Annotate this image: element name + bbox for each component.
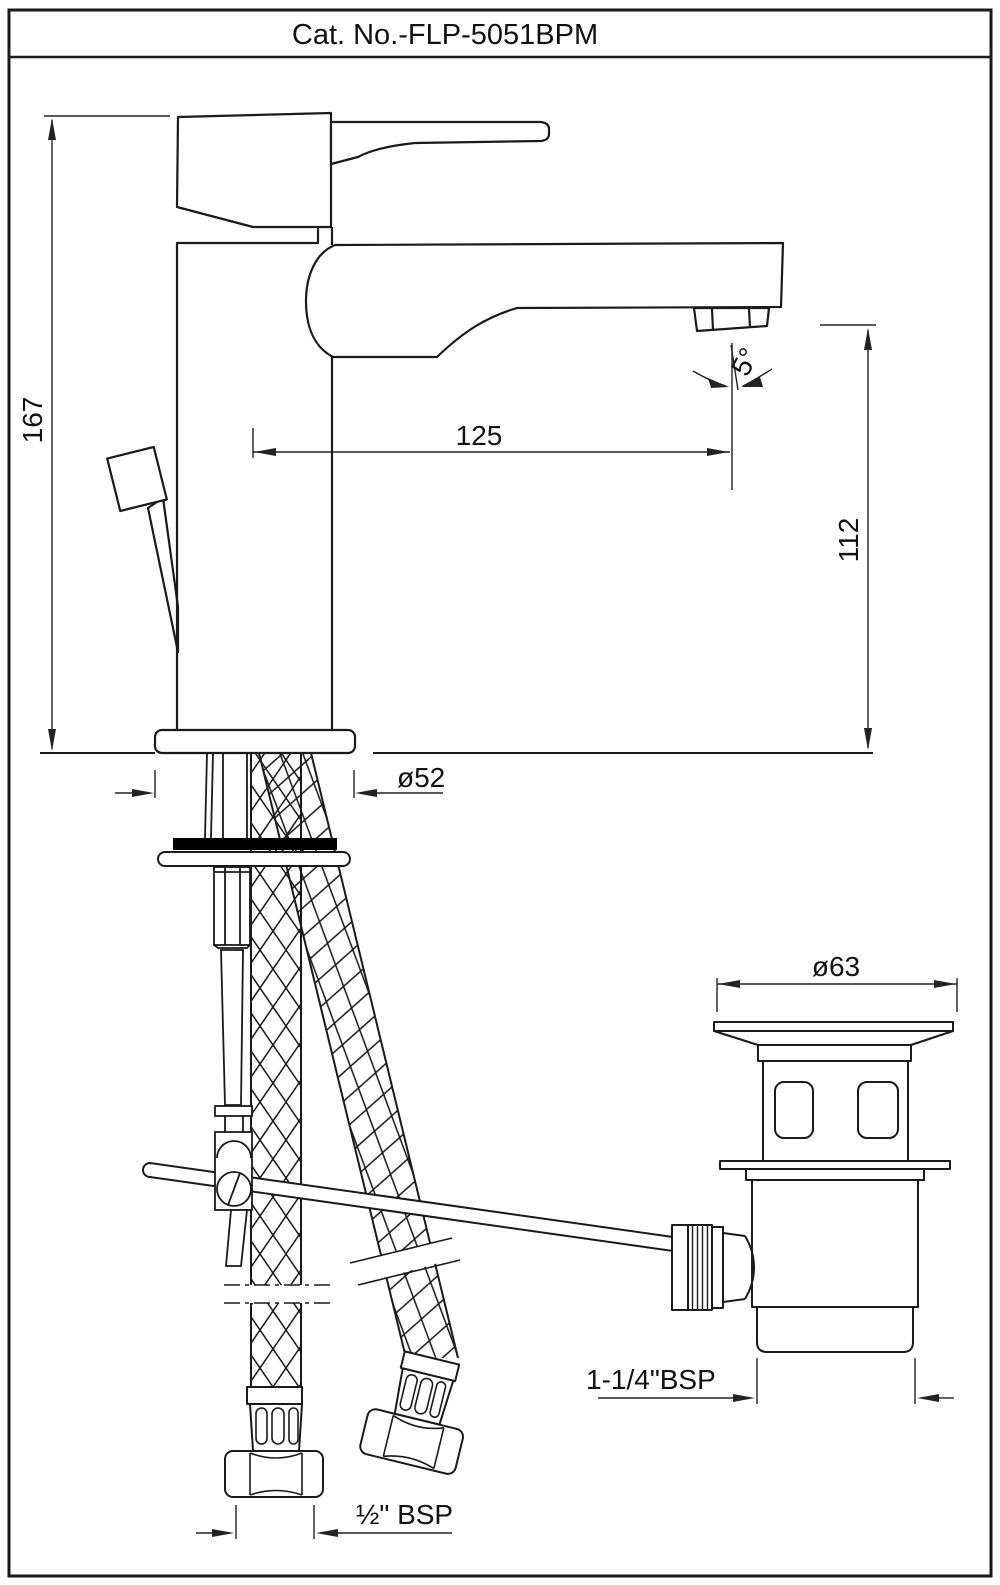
hose-break-lines xyxy=(349,1237,461,1286)
under-counter-rods xyxy=(204,752,248,839)
horseshoe-washer xyxy=(157,851,351,867)
waste-body-upper xyxy=(762,1060,909,1162)
aerator-detail xyxy=(710,308,752,331)
popup-rod-upper xyxy=(220,949,244,1106)
base-flange xyxy=(153,728,357,755)
dim-base-diameter xyxy=(115,770,443,798)
dim-hose-thread xyxy=(196,1505,452,1539)
dim-label-hose-thread: ½" BSP xyxy=(356,1499,453,1530)
handle-block xyxy=(175,111,333,229)
waste-thread-section xyxy=(756,1306,914,1353)
dim-waste-diameter xyxy=(716,978,958,1012)
mounting-long-nut xyxy=(213,866,251,946)
dim-spout-angle xyxy=(692,343,773,490)
hose-break-gap xyxy=(350,1236,460,1286)
hose-connector-diagonal xyxy=(359,1350,465,1475)
dim-label-spout-reach: 125 xyxy=(456,420,503,451)
spout-body xyxy=(304,241,785,359)
dim-overall-height xyxy=(44,115,170,751)
hose-ferrule xyxy=(246,1386,303,1405)
border-frame xyxy=(7,8,993,1578)
waste-lower-flange xyxy=(719,1160,951,1170)
hose-break-vertical xyxy=(224,1284,334,1304)
dim-spout-height xyxy=(820,324,876,750)
popup-rod-clamp xyxy=(214,1131,253,1267)
dim-label-waste-diameter: ø63 xyxy=(812,951,860,982)
aerator xyxy=(692,306,771,333)
popup-knob xyxy=(106,445,168,513)
dim-waste-thread xyxy=(598,1358,954,1404)
base-gasket xyxy=(173,838,337,850)
dim-label-base-diameter: ø52 xyxy=(397,762,445,793)
dim-label-waste-thread: 1-1/4"BSP xyxy=(586,1364,716,1395)
popup-knob-stem xyxy=(146,496,180,654)
dimensions xyxy=(44,115,958,1539)
waste-body-lower xyxy=(751,1179,919,1308)
handle-lever xyxy=(329,120,551,166)
dim-label-overall-height: 167 xyxy=(17,397,48,444)
popup-lever-rod xyxy=(142,1161,674,1253)
faucet-outline xyxy=(106,111,785,755)
riser-column xyxy=(175,241,334,730)
catalog-number-title: Cat. No.-FLP-5051BPM xyxy=(292,19,598,51)
popup-rod-lower xyxy=(225,1209,249,1267)
rod-flange xyxy=(214,1105,253,1117)
hose-connector-vertical xyxy=(224,1386,324,1498)
waste-top-flange xyxy=(713,1021,954,1032)
waste-overflow-hole xyxy=(857,1081,899,1139)
waste-overflow-hole xyxy=(774,1081,814,1139)
dim-spout-reach xyxy=(252,428,730,458)
knurled-connector xyxy=(671,1224,689,1311)
popup-waste xyxy=(671,1021,954,1353)
mounting-hardware xyxy=(213,866,253,1132)
dim-label-spout-height: 112 xyxy=(833,518,864,563)
hose-hex-nut xyxy=(359,1408,465,1475)
